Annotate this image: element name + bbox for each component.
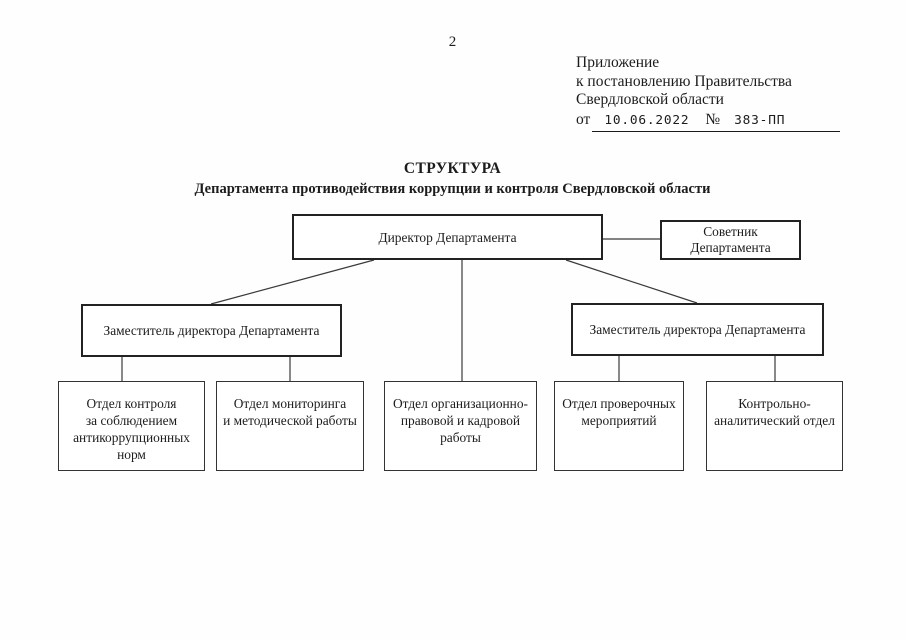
document-title: СТРУКТУРА Департамента противодействия к… — [0, 160, 905, 198]
org-box-advisor: Советник Департамента — [660, 220, 801, 260]
annex-reference: Приложение к постановлению Правительства… — [576, 54, 841, 132]
org-box-deputy-right: Заместитель директора Департамента — [571, 303, 824, 356]
annex-fill-line: 10.06.2022 № 383-ПП — [592, 110, 841, 132]
annex-date: 10.06.2022 — [604, 112, 690, 128]
org-box-dept-control-anticorruption-norms: Отдел контроля за соблюдением антикорруп… — [58, 381, 205, 471]
org-box-deputy-left: Заместитель директора Департамента — [81, 304, 342, 357]
annex-issued-prefix: от — [576, 110, 591, 128]
page-number: 2 — [448, 34, 457, 50]
annex-line-2: к постановлению Правительства — [576, 72, 792, 90]
annex-issued-line: от 10.06.2022 № 383-ПП — [576, 110, 841, 132]
title-subheading: Департамента противодействия коррупции и… — [194, 181, 711, 197]
org-box-director: Директор Департамента — [292, 214, 603, 260]
connector-director-deputy-left — [210, 259, 375, 305]
annex-line-1: Приложение — [576, 54, 660, 71]
org-box-dept-monitoring-methodical: Отдел мониторинга и методической работы — [216, 381, 364, 471]
connector-director-deputy-right — [565, 259, 698, 304]
annex-number-sign: № — [705, 110, 721, 128]
annex-document-number: 383-ПП — [734, 112, 786, 128]
org-box-dept-control-analytical: Контрольно- аналитический отдел — [706, 381, 843, 471]
org-box-dept-inspection-activities: Отдел проверочных мероприятий — [554, 381, 684, 471]
title-heading: СТРУКТУРА — [403, 160, 502, 177]
org-box-dept-organizational-legal-hr: Отдел организационно- правовой и кадрово… — [384, 381, 537, 471]
annex-line-3: Свердловской области — [576, 91, 724, 108]
